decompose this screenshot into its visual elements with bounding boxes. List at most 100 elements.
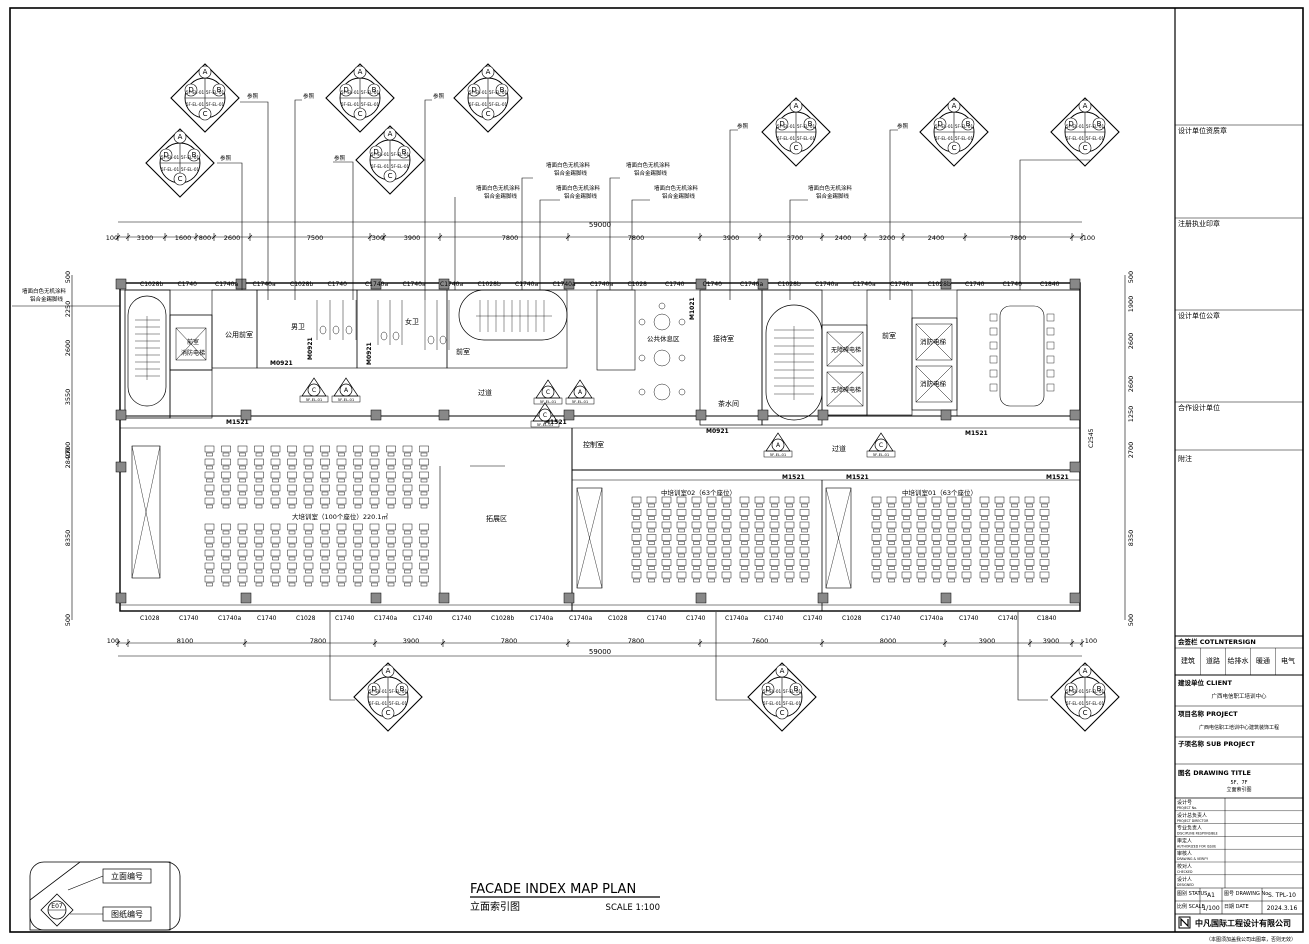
index-code: 5F-EL-01 — [1086, 689, 1105, 694]
door-label: M0921 — [366, 342, 373, 365]
marker-code: 5F-EL-01 — [338, 397, 355, 402]
seat — [419, 523, 429, 535]
window-label: C1028 — [296, 615, 316, 622]
seat — [221, 484, 231, 496]
seat — [254, 549, 264, 561]
seat — [303, 445, 314, 457]
seat — [646, 534, 657, 545]
seat — [946, 571, 957, 583]
seat — [979, 546, 990, 558]
seat — [676, 509, 687, 520]
seat — [303, 523, 314, 535]
section-marker: C5F-EL-01 — [866, 432, 896, 458]
seat — [706, 521, 717, 533]
seat — [320, 458, 330, 470]
seat — [799, 559, 810, 570]
seat — [799, 546, 810, 558]
dimension-value: 2400 — [928, 234, 945, 242]
window-label: C1740 — [257, 615, 277, 622]
tb-project-label: 项目名称 PROJECT — [1178, 709, 1238, 718]
seat — [237, 523, 248, 535]
seat — [916, 534, 927, 545]
window-label-right: C2545 — [1088, 428, 1095, 448]
window-label: C1740 — [764, 615, 784, 622]
seat — [784, 534, 795, 545]
seat — [1039, 509, 1050, 520]
index-letter: A — [1083, 667, 1088, 675]
index-letter: C — [780, 709, 785, 717]
window-label: C1740a — [440, 281, 463, 288]
seat — [886, 521, 897, 533]
tb-project-value: 广西电信职工培训中心建筑装饰工程 — [1199, 724, 1279, 731]
dimension-value: 8100 — [177, 637, 194, 645]
index-letter: B — [372, 86, 377, 94]
column — [817, 409, 829, 421]
dimension-value: 2600 — [1127, 376, 1135, 393]
seat — [901, 559, 912, 570]
seat — [386, 484, 396, 496]
seat — [676, 496, 687, 508]
room-label: 茶水间 — [718, 399, 739, 408]
window-label: C1028b — [778, 281, 801, 288]
seat — [1024, 521, 1035, 533]
note-text: 墙面白色无机涂料 — [546, 161, 591, 169]
dimension-value: 3900 — [403, 637, 420, 645]
room-label: 公用前室 — [225, 330, 253, 339]
seat — [691, 559, 702, 570]
index-code: 5F-EL-01 — [783, 689, 802, 694]
seat — [270, 536, 281, 548]
index-code: 5F-EL-01 — [186, 102, 205, 107]
seat — [254, 536, 264, 548]
seat — [631, 571, 642, 583]
seat — [706, 534, 717, 545]
dimension-value: 7500 — [307, 234, 324, 242]
seat — [721, 546, 732, 558]
seat — [994, 496, 1005, 508]
window-label: C1740 — [647, 615, 667, 622]
seat — [646, 571, 657, 583]
index-code: 5F-EL-01 — [181, 167, 200, 172]
tb-role-cn: 校对人 — [1177, 863, 1192, 870]
seat — [676, 521, 687, 533]
seat — [931, 521, 942, 533]
dimension-value: 2700 — [64, 442, 72, 459]
seat — [254, 497, 264, 509]
dimension-value: 100 — [1085, 637, 1097, 645]
dimension-value: 7600 — [752, 637, 769, 645]
column — [115, 409, 127, 421]
door-label: M0921 — [270, 360, 293, 367]
seat — [419, 549, 429, 561]
seat — [1039, 496, 1050, 508]
seat — [221, 497, 231, 509]
seat — [916, 546, 927, 558]
seat — [221, 549, 231, 561]
tb-role-cn: 审定人 — [1177, 837, 1192, 844]
seat — [799, 509, 810, 520]
seat — [353, 536, 363, 548]
seat — [402, 445, 413, 457]
tb-role-en: PROJECT No. — [1177, 806, 1197, 810]
column — [940, 592, 952, 604]
note-text: 墙面白色无机涂料 — [626, 161, 671, 169]
index-letter: A — [386, 667, 391, 675]
seat — [320, 471, 330, 483]
ref-text: 参照 — [303, 92, 315, 100]
column — [563, 409, 575, 421]
seat — [254, 523, 264, 535]
tb-role-en: DESIGNED — [1177, 883, 1194, 887]
seat — [799, 534, 810, 545]
section-marker: C5F-EL-01 — [299, 377, 329, 403]
seat — [336, 536, 347, 548]
seat — [769, 546, 780, 558]
seat — [739, 496, 750, 508]
index-code: 5F-EL-01 — [161, 155, 180, 160]
seat — [402, 562, 413, 574]
drawing-title-block: FACADE INDEX MAP PLAN 立面索引图 SCALE 1:100 — [470, 882, 660, 913]
seat — [221, 523, 231, 535]
window-label: C1740 — [1003, 281, 1023, 288]
seat — [353, 471, 363, 483]
